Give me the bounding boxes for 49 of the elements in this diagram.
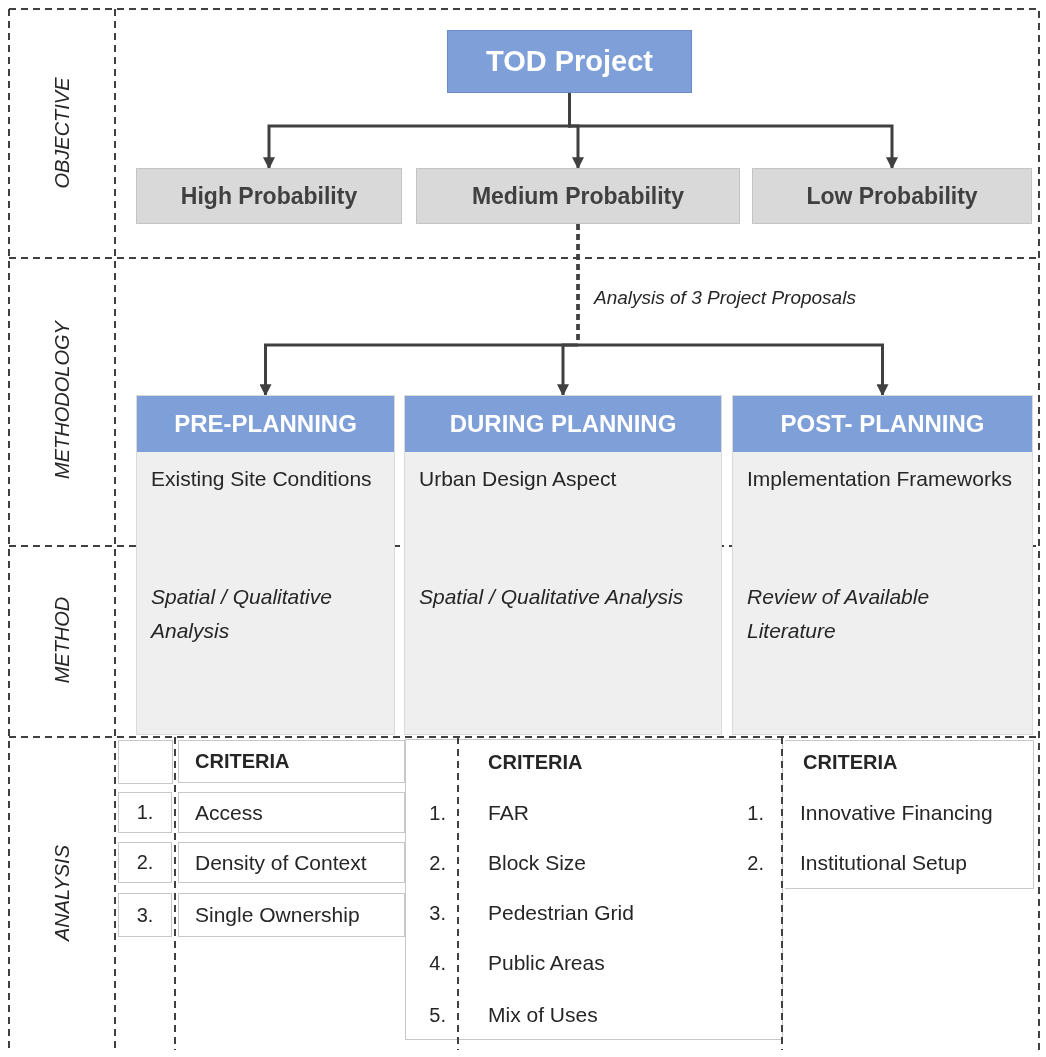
column-header: CRITERIA — [803, 749, 899, 775]
box-label: Medium Probability — [471, 182, 685, 210]
criterion-text: Mix of Uses — [488, 1002, 599, 1028]
column-header: CRITERIA — [178, 740, 405, 783]
phase-header: POST- PLANNING — [733, 396, 1032, 452]
method-text: Spatial / Qualitative Analysis — [149, 584, 333, 644]
row-number: 1. — [746, 800, 764, 826]
box-label: Low Probability — [806, 182, 978, 210]
box-label: TOD Project — [485, 45, 654, 78]
phase-header: DURING PLANNING — [405, 396, 721, 452]
row-label: METHOD — [50, 595, 74, 686]
row-label: METHODOLOGY — [50, 319, 74, 481]
row-label: OBJECTIVE — [50, 76, 74, 191]
category-box — [752, 168, 1032, 224]
arrow — [568, 93, 898, 170]
criterion-text: Public Areas — [488, 950, 606, 976]
row-number: 1. — [428, 800, 446, 826]
criterion-text: Innovative Financing — [800, 800, 994, 826]
box-label: High Probability — [180, 182, 358, 210]
category-box — [136, 168, 402, 224]
title-box — [447, 30, 692, 93]
row-number: 3. — [118, 893, 172, 937]
criterion-text: Single Ownership — [178, 893, 405, 937]
phase-description: Implementation Frameworks — [746, 466, 1013, 492]
criterion-text: Access — [178, 792, 405, 833]
criterion-text: Institutional Setup — [800, 850, 968, 876]
category-box — [416, 168, 740, 224]
row-number: 2. — [746, 850, 764, 876]
row-number: 5. — [428, 1002, 446, 1028]
row-number: 2. — [118, 842, 172, 883]
method-text: Review of Available Literature — [746, 584, 931, 644]
method-text: Spatial / Qualitative Analysis — [418, 584, 685, 610]
criterion-text: FAR — [488, 800, 530, 826]
criterion-text: Density of Context — [178, 842, 405, 883]
phase-description: Existing Site Conditions — [150, 466, 373, 492]
row-number: 3. — [428, 900, 446, 926]
row-number: 4. — [428, 950, 446, 976]
phase-card — [404, 395, 722, 735]
column-header: CRITERIA — [488, 749, 584, 775]
phase-card — [732, 395, 1033, 735]
arrow — [576, 224, 889, 397]
row-label: ANALYSIS — [50, 844, 74, 944]
row-number: 2. — [428, 850, 446, 876]
row-number: 1. — [118, 792, 172, 833]
criterion-text: Block Size — [488, 850, 588, 876]
criterion-text: Pedestrian Grid — [488, 900, 635, 926]
phase-card — [136, 395, 395, 735]
phase-header: PRE-PLANNING — [137, 396, 394, 452]
phase-description: Urban Design Aspect — [418, 466, 618, 492]
